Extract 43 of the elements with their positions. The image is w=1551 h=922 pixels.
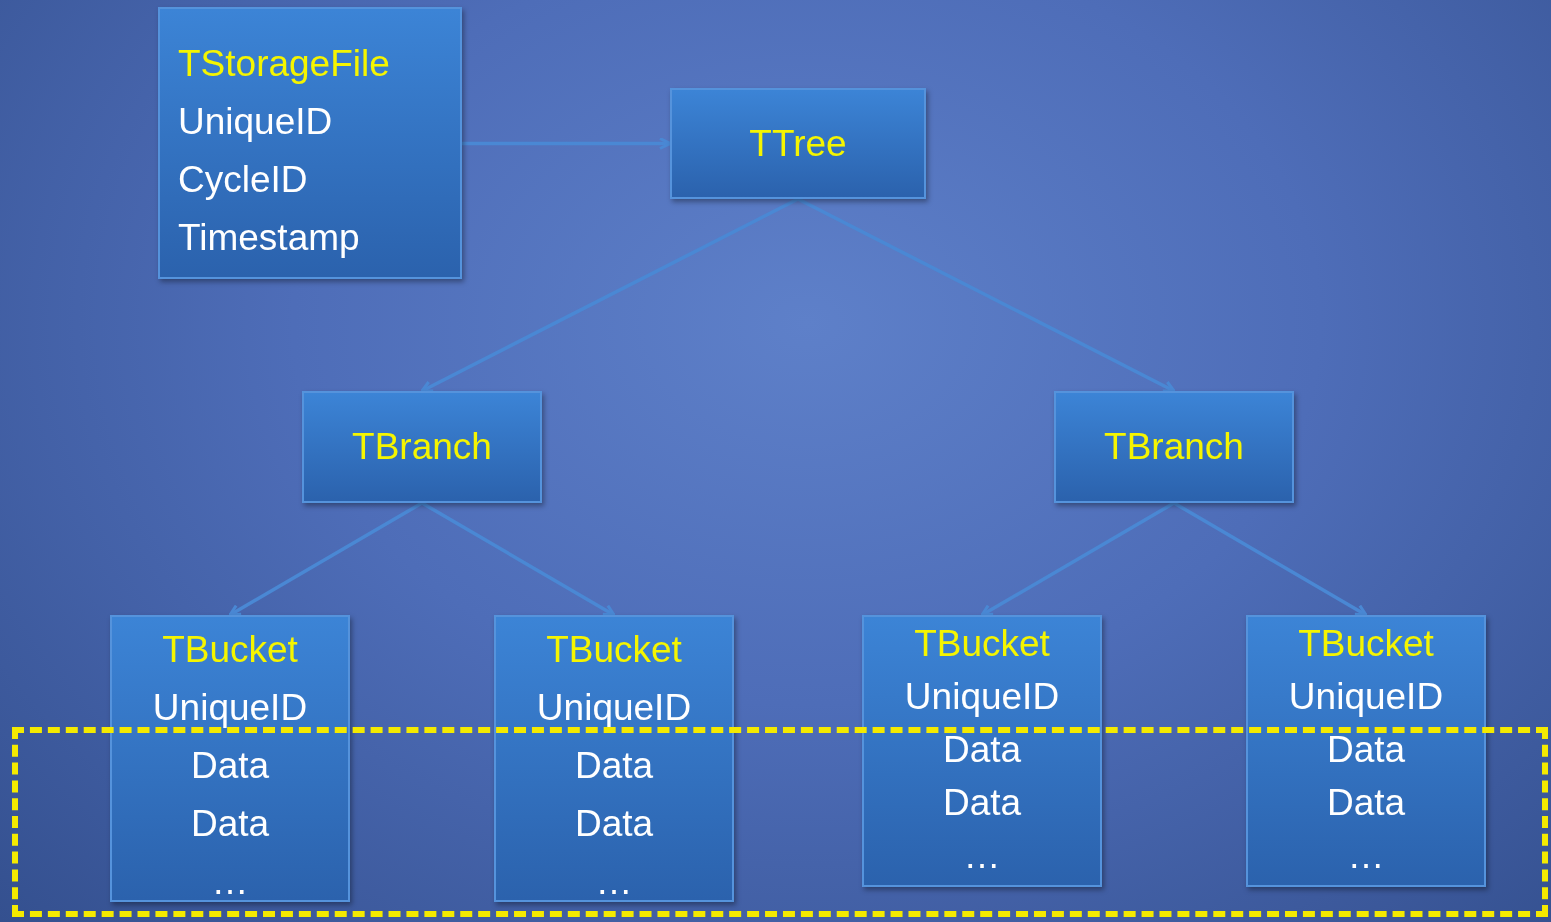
class-box — [1246, 615, 1486, 887]
arrow — [228, 501, 423, 617]
field-name: … — [595, 860, 633, 904]
class-box — [158, 7, 462, 279]
field-name: UniqueID — [178, 100, 333, 144]
class-name: TBucket — [914, 622, 1050, 666]
field-name: … — [211, 860, 249, 904]
class-box — [302, 391, 542, 503]
class-box — [494, 615, 734, 902]
class-name: TBucket — [1298, 622, 1434, 666]
field-name: Timestamp — [178, 216, 360, 260]
field-name: Data — [190, 802, 270, 846]
field-name: Data — [942, 728, 1022, 772]
class-box — [110, 615, 350, 902]
field-name: … — [963, 834, 1001, 878]
field-name: UniqueID — [152, 686, 308, 730]
arrow — [797, 197, 1176, 393]
class-box — [1054, 391, 1294, 503]
arrow — [980, 501, 1175, 617]
field-name: UniqueID — [904, 675, 1060, 719]
class-box — [670, 88, 926, 199]
field-name: Data — [574, 744, 654, 788]
arrow — [420, 197, 799, 393]
arrow — [462, 137, 672, 150]
class-name: TBucket — [546, 628, 682, 672]
class-name: TTree — [749, 121, 847, 166]
class-box — [862, 615, 1102, 887]
class-name: TBranch — [352, 425, 492, 469]
field-name: CycleID — [178, 158, 308, 202]
field-name: Data — [942, 781, 1022, 825]
class-name: TBranch — [1104, 425, 1244, 469]
field-name: UniqueID — [1288, 675, 1444, 719]
class-name: TBucket — [162, 628, 298, 672]
field-name: Data — [190, 744, 270, 788]
field-name: UniqueID — [536, 686, 692, 730]
field-name: Data — [574, 802, 654, 846]
field-name: … — [1347, 834, 1385, 878]
field-name: Data — [1326, 728, 1406, 772]
arrow — [1173, 501, 1368, 617]
field-name: Data — [1326, 781, 1406, 825]
arrow — [421, 501, 616, 617]
dashed-region-outline — [12, 727, 1548, 917]
class-name: TStorageFile — [178, 42, 390, 86]
